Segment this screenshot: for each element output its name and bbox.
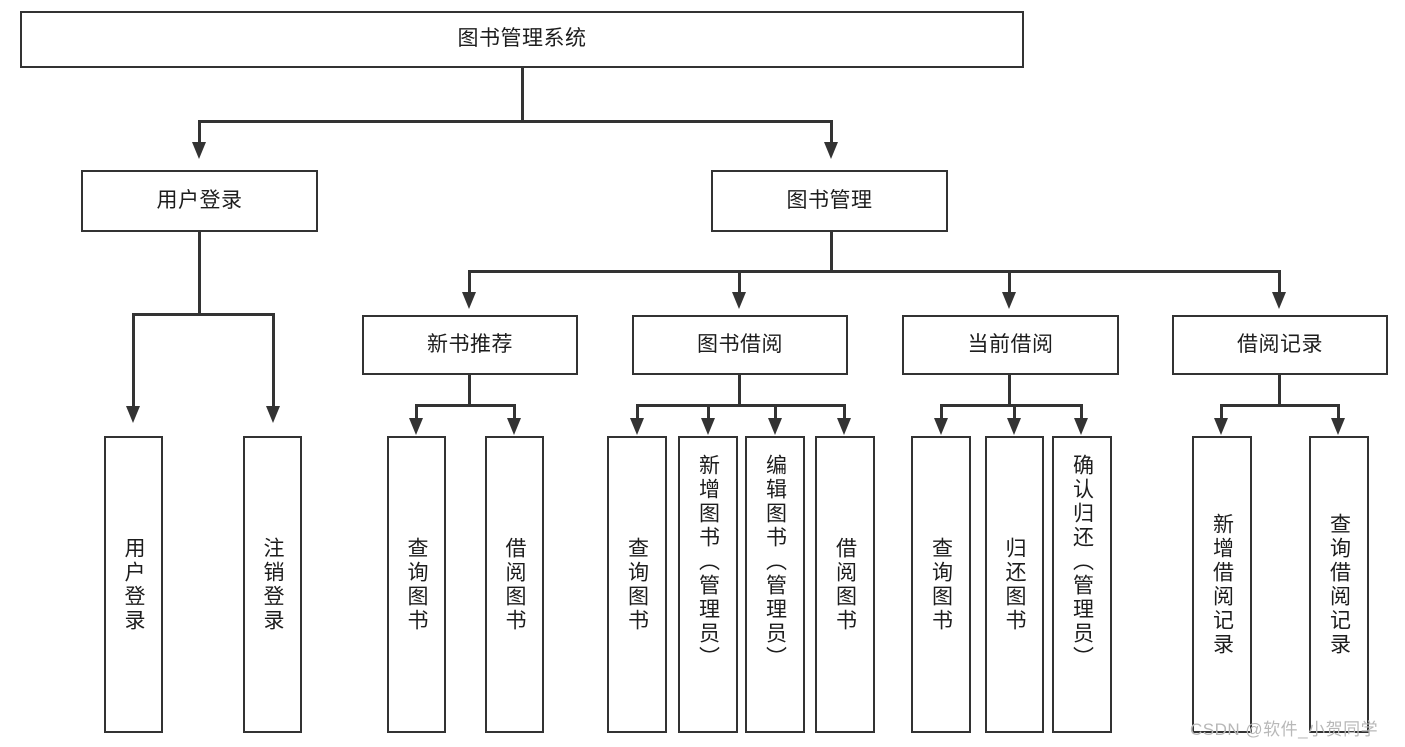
leaf-borrow-book-label: 借阅图书 <box>833 536 857 633</box>
node-book-management-label: 图书管理 <box>786 188 873 212</box>
node-user-login[interactable]: 用户登录 <box>81 170 318 232</box>
connector-br-drop-1 <box>1220 404 1223 418</box>
arrow-bb-1 <box>630 418 644 435</box>
leaf-user-login[interactable]: 用户登录 <box>104 436 163 733</box>
connector-bb-drop-4 <box>843 404 846 418</box>
arrow-cb-3 <box>1074 418 1088 435</box>
leaf-logout[interactable]: 注销登录 <box>243 436 302 733</box>
leaf-query-books-rec-label: 查询图书 <box>405 536 429 633</box>
connector-book-mgmt-stem <box>830 232 833 270</box>
connector-root-bus <box>198 120 833 123</box>
leaf-query-books-borrow-label: 查询图书 <box>625 536 649 633</box>
leaf-borrow-books-rec[interactable]: 借阅图书 <box>485 436 544 733</box>
connector-cb-drop-1 <box>940 404 943 418</box>
leaf-query-books-borrow[interactable]: 查询图书 <box>607 436 667 733</box>
leaf-return-book-label: 归还图书 <box>1003 536 1027 633</box>
arrow-nbr-2 <box>507 418 521 435</box>
node-user-login-label: 用户登录 <box>156 188 243 212</box>
connector-user-login-stem <box>198 232 201 315</box>
arrow-br-1 <box>1214 418 1228 435</box>
connector-nbr-drop-2 <box>513 404 516 418</box>
connector-current-borrow-stem <box>1008 375 1011 406</box>
leaf-query-borrow-record[interactable]: 查询借阅记录 <box>1309 436 1369 733</box>
leaf-edit-book-admin[interactable]: 编辑图书（管理员） <box>745 436 805 733</box>
node-borrow-record[interactable]: 借阅记录 <box>1172 315 1388 375</box>
leaf-logout-label: 注销登录 <box>261 536 285 633</box>
connector-cb-drop-3 <box>1080 404 1083 418</box>
node-root-label: 图书管理系统 <box>457 27 587 51</box>
leaf-add-borrow-record-label: 新增借阅记录 <box>1210 512 1234 657</box>
connector-user-login-bus <box>132 313 274 316</box>
connector-root-stem <box>521 68 524 120</box>
arrow-root-to-user-login <box>192 142 206 159</box>
connector-bb-drop-1 <box>636 404 639 418</box>
connector-bb-drop-3 <box>774 404 777 418</box>
arrow-to-new-book-rec <box>462 292 476 309</box>
connector-bb-drop-2 <box>707 404 710 418</box>
node-book-borrow-label: 图书借阅 <box>697 332 783 356</box>
leaf-user-login-label: 用户登录 <box>122 536 146 633</box>
node-borrow-record-label: 借阅记录 <box>1237 332 1323 356</box>
connector-user-login-drop-1 <box>132 313 135 406</box>
arrow-br-2 <box>1331 418 1345 435</box>
leaf-edit-book-admin-label: 编辑图书（管理员） <box>763 454 787 670</box>
leaf-query-books-current-label: 查询图书 <box>929 536 953 633</box>
node-root[interactable]: 图书管理系统 <box>20 11 1024 68</box>
connector-book-mgmt-bus <box>468 270 1280 273</box>
connector-book-borrow-stem <box>738 375 741 406</box>
connector-borrow-record-bus <box>1220 404 1339 407</box>
node-new-book-recommend-label: 新书推荐 <box>427 332 513 356</box>
node-book-borrow[interactable]: 图书借阅 <box>632 315 848 375</box>
connector-new-book-rec-stem <box>468 375 471 406</box>
connector-current-borrow-bus <box>940 404 1082 407</box>
leaf-return-book[interactable]: 归还图书 <box>985 436 1044 733</box>
arrow-cb-1 <box>934 418 948 435</box>
connector-user-login-drop-2 <box>272 313 275 406</box>
arrow-to-book-borrow <box>732 292 746 309</box>
node-new-book-recommend[interactable]: 新书推荐 <box>362 315 578 375</box>
connector-root-to-user-login <box>198 120 201 142</box>
leaf-borrow-books-rec-label: 借阅图书 <box>503 536 527 633</box>
connector-book-mgmt-drop-4 <box>1278 270 1281 292</box>
node-current-borrow[interactable]: 当前借阅 <box>902 315 1119 375</box>
arrow-to-current-borrow <box>1002 292 1016 309</box>
arrow-to-leaf-logout <box>266 406 280 423</box>
node-current-borrow-label: 当前借阅 <box>967 332 1054 356</box>
leaf-add-book-admin[interactable]: 新增图书（管理员） <box>678 436 738 733</box>
arrow-to-leaf-user-login <box>126 406 140 423</box>
connector-book-borrow-bus <box>636 404 845 407</box>
leaf-add-book-admin-label: 新增图书（管理员） <box>696 454 720 670</box>
leaf-borrow-book[interactable]: 借阅图书 <box>815 436 875 733</box>
leaf-query-books-current[interactable]: 查询图书 <box>911 436 971 733</box>
csdn-watermark: CSDN @软件_小贺同学 <box>1190 720 1379 739</box>
connector-new-book-rec-bus <box>415 404 515 407</box>
leaf-query-borrow-record-label: 查询借阅记录 <box>1327 512 1351 657</box>
leaf-add-borrow-record[interactable]: 新增借阅记录 <box>1192 436 1252 733</box>
connector-book-mgmt-drop-2 <box>738 270 741 292</box>
arrow-cb-2 <box>1007 418 1021 435</box>
connector-book-mgmt-drop-3 <box>1008 270 1011 292</box>
connector-cb-drop-2 <box>1013 404 1016 418</box>
arrow-to-borrow-record <box>1272 292 1286 309</box>
arrow-bb-2 <box>701 418 715 435</box>
connector-br-drop-2 <box>1337 404 1340 418</box>
leaf-query-books-rec[interactable]: 查询图书 <box>387 436 446 733</box>
arrow-bb-4 <box>837 418 851 435</box>
leaf-confirm-return-admin[interactable]: 确认归还（管理员） <box>1052 436 1112 733</box>
connector-borrow-record-stem <box>1278 375 1281 406</box>
connector-book-mgmt-drop-1 <box>468 270 471 292</box>
arrow-bb-3 <box>768 418 782 435</box>
arrow-root-to-book-mgmt <box>824 142 838 159</box>
leaf-confirm-return-admin-label: 确认归还（管理员） <box>1070 454 1094 670</box>
connector-root-to-book-mgmt <box>830 120 833 142</box>
connector-nbr-drop-1 <box>415 404 418 418</box>
arrow-nbr-1 <box>409 418 423 435</box>
node-book-management[interactable]: 图书管理 <box>711 170 948 232</box>
